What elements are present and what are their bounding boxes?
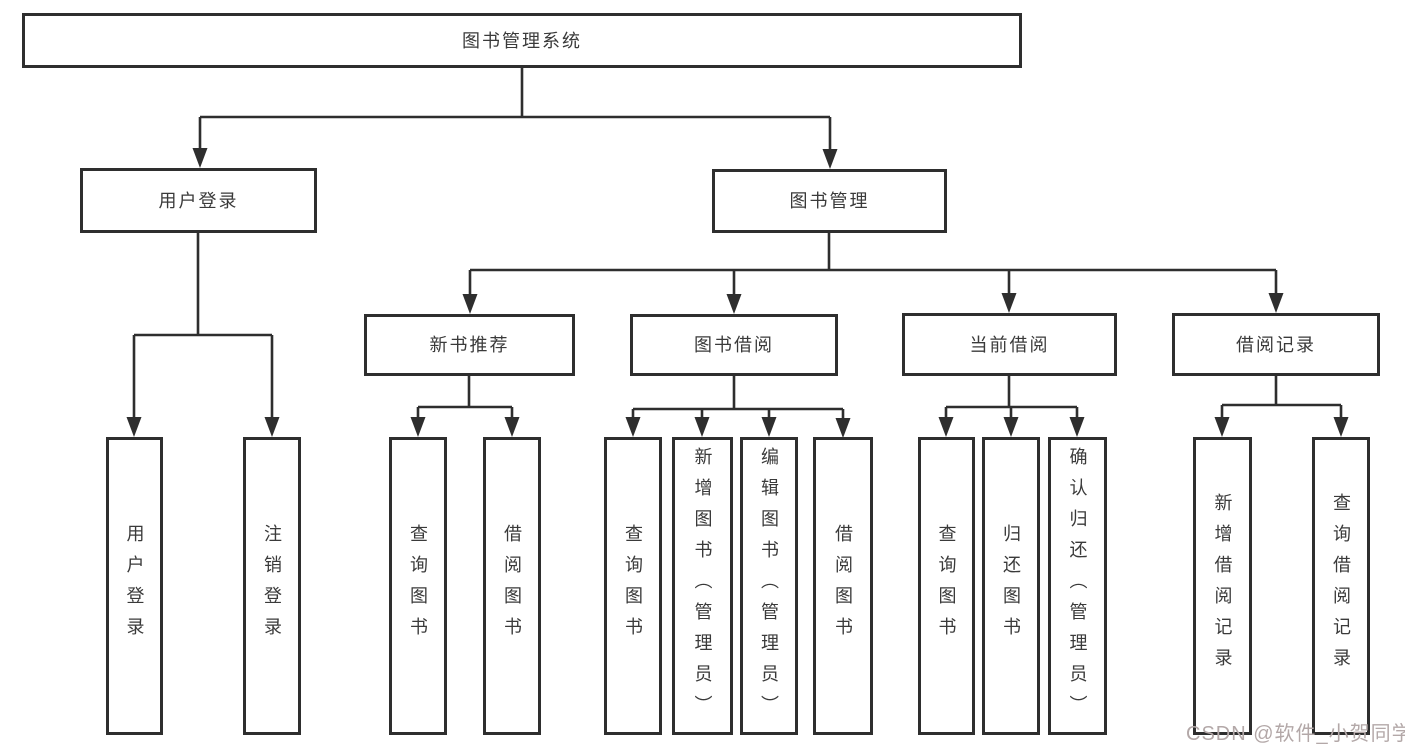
leaf-query-borrow-record: 查询借阅记录: [1312, 437, 1370, 735]
leaf-return-book: 归还图书: [982, 437, 1040, 735]
node-book-management: 图书管理: [712, 169, 947, 233]
node-library-system: 图书管理系统: [22, 13, 1022, 68]
leaf-confirm-return-admin: 确认归还（管理员）: [1048, 437, 1107, 735]
leaf-borrow-books-recommend: 借阅图书: [483, 437, 541, 735]
node-user-login: 用户登录: [80, 168, 317, 233]
node-new-book-recommend: 新书推荐: [364, 314, 575, 376]
node-borrow-records: 借阅记录: [1172, 313, 1380, 376]
leaf-logout: 注销登录: [243, 437, 301, 735]
leaf-query-books-borrow: 查询图书: [604, 437, 662, 735]
leaf-edit-book-admin: 编辑图书（管理员）: [740, 437, 798, 735]
leaf-query-books-current: 查询图书: [918, 437, 975, 735]
leaf-user-login: 用户登录: [106, 437, 163, 735]
leaf-add-borrow-record: 新增借阅记录: [1193, 437, 1252, 735]
csdn-watermark: CSDN @软件_小贺同学: [1186, 723, 1405, 745]
leaf-add-book-admin: 新增图书（管理员）: [672, 437, 733, 735]
node-book-borrow: 图书借阅: [630, 314, 838, 376]
leaf-borrow-books-borrow: 借阅图书: [813, 437, 873, 735]
node-current-borrow: 当前借阅: [902, 313, 1117, 376]
leaf-query-books-recommend: 查询图书: [389, 437, 447, 735]
